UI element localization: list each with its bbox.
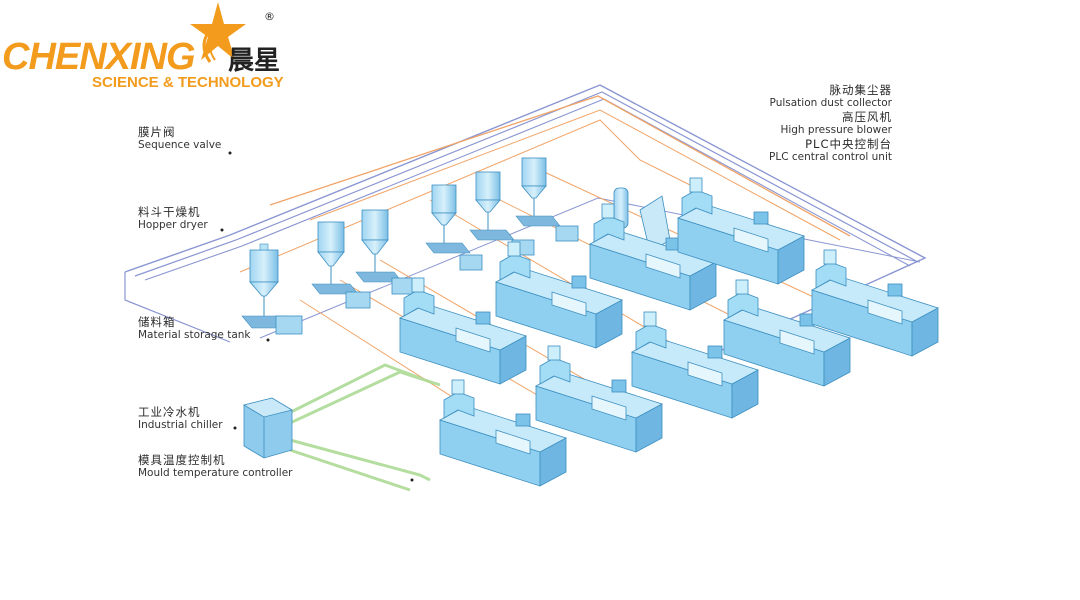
label-hopper-dryer: 料斗干燥机 Hopper dryer	[138, 205, 208, 232]
hopper-dryer	[311, 221, 359, 295]
registered-mark: ®	[264, 10, 275, 23]
hopper-dryer	[515, 157, 561, 227]
label-high-pressure-blower: 高压风机 High pressure blower	[780, 110, 892, 137]
label-plc-central-control-unit: PLC中央控制台 PLC central control unit	[769, 137, 892, 164]
hopper-dryer	[355, 209, 403, 283]
industrial-chiller	[242, 397, 294, 459]
star-logo-icon	[190, 2, 246, 63]
injection-molding-machine	[676, 177, 806, 285]
material-storage-tanks	[275, 225, 579, 335]
injection-molding-machine	[494, 241, 624, 349]
chiller-water-pipes	[274, 363, 441, 492]
label-mould-temperature-controller: 模具温度控制机 Mould temperature controller	[138, 453, 293, 480]
logo-subtitle: SCIENCE & TECHNOLOGY	[92, 74, 284, 91]
callout-dots	[220, 151, 414, 482]
injection-molding-machines	[398, 177, 940, 487]
injection-molding-machine	[588, 203, 718, 311]
injection-molding-machine	[630, 311, 760, 419]
company-logo: CHENXING 晨星 ® SCIENCE & TECHNOLOGY	[0, 0, 320, 95]
injection-molding-machine	[810, 249, 940, 357]
label-pulsation-dust-collector: 脉动集尘器 Pulsation dust collector	[769, 83, 892, 110]
logo-chinese-text: 晨星	[228, 46, 281, 76]
injection-molding-machine	[438, 379, 568, 487]
injection-molding-machine	[534, 345, 664, 453]
hopper-dryer	[425, 184, 471, 254]
injection-molding-machine	[722, 279, 852, 387]
label-material-storage-tank: 储料箱 Material storage tank	[138, 315, 251, 342]
hopper-dryer	[469, 171, 515, 241]
hopper-dryers	[241, 157, 561, 329]
logo-brand-text: CHENXING	[2, 36, 196, 78]
injection-molding-machine	[398, 277, 528, 385]
label-industrial-chiller: 工业冷水机 Industrial chiller	[138, 405, 223, 432]
label-sequence-valve: 膜片阀 Sequence valve	[138, 125, 222, 152]
